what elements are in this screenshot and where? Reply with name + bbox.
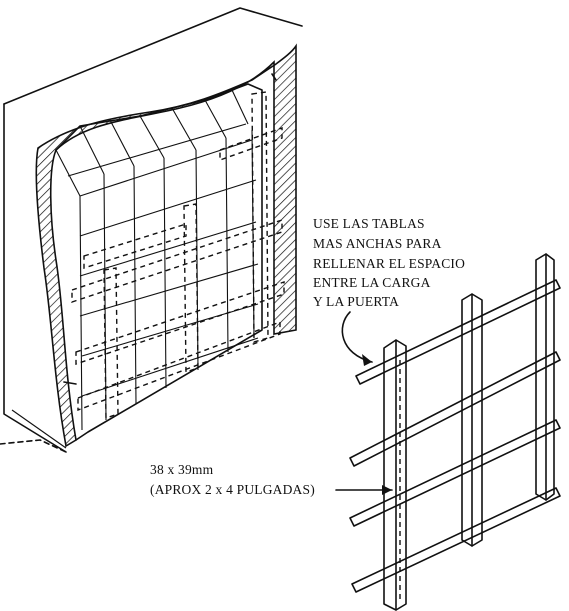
bracing-gate	[349, 253, 561, 611]
note-arrowhead	[362, 354, 372, 366]
dimension-line-1: 38 x 39mm	[150, 462, 214, 477]
note-line-2: MAS ANCHAS PARA	[313, 236, 442, 251]
note-leader-line	[341, 311, 373, 363]
note-line-5: Y LA PUERTA	[313, 294, 399, 309]
container-top-edge	[3, 7, 303, 105]
gate-rails	[349, 279, 561, 593]
note-line-1: USE LAS TABLAS	[313, 216, 425, 231]
container-floor-line	[0, 439, 67, 453]
dimension-line-2: (APROX 2 x 4 PULGADAS)	[150, 482, 315, 497]
bracing-frame-in-place	[71, 91, 285, 419]
wall-cut-hatched	[35, 43, 297, 448]
back-post	[535, 253, 555, 501]
container-left-side	[3, 103, 67, 453]
container-cutaway	[0, 7, 303, 453]
note-line-3: RELLENAR EL ESPACIO	[313, 256, 465, 271]
note-label: USE LAS TABLAS MAS ANCHAS PARA RELLENAR …	[313, 216, 465, 309]
cargo-stack	[55, 83, 263, 441]
note-line-4: ENTRE LA CARGA	[313, 275, 431, 290]
dimension-label: 38 x 39mm (APROX 2 x 4 PULGADAS)	[150, 462, 315, 497]
dimension-arrowhead	[382, 485, 392, 495]
